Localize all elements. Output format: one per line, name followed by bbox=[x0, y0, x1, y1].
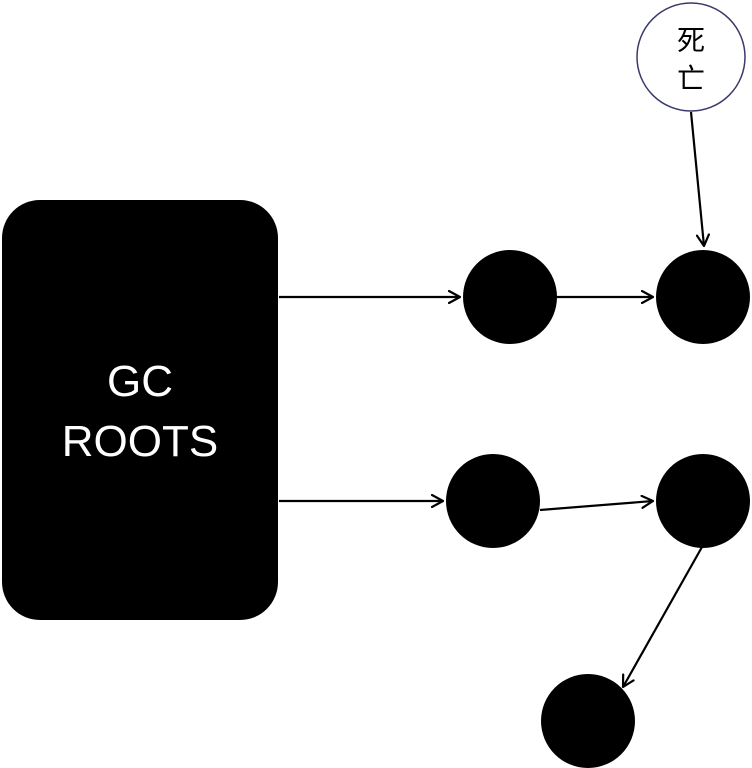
object-node-4 bbox=[656, 454, 750, 548]
object-node-3 bbox=[446, 454, 540, 548]
gc-roots-box: GC ROOTS bbox=[2, 200, 278, 620]
gc-roots-label-line1: GC bbox=[107, 357, 173, 406]
arrow-node-4-to-node-5 bbox=[623, 546, 703, 687]
object-node-1 bbox=[463, 250, 557, 344]
dead-label-char2: 亡 bbox=[677, 62, 705, 95]
arrow-dead-label-to-node-2 bbox=[689, 111, 704, 246]
dead-label-circle: 死 亡 bbox=[636, 2, 746, 112]
gc-roots-label-line2: ROOTS bbox=[62, 417, 218, 466]
dead-label-char1: 死 bbox=[677, 24, 705, 57]
object-node-2 bbox=[656, 250, 750, 344]
object-node-5 bbox=[541, 674, 635, 768]
arrow-node-3-to-node-4 bbox=[539, 501, 653, 512]
